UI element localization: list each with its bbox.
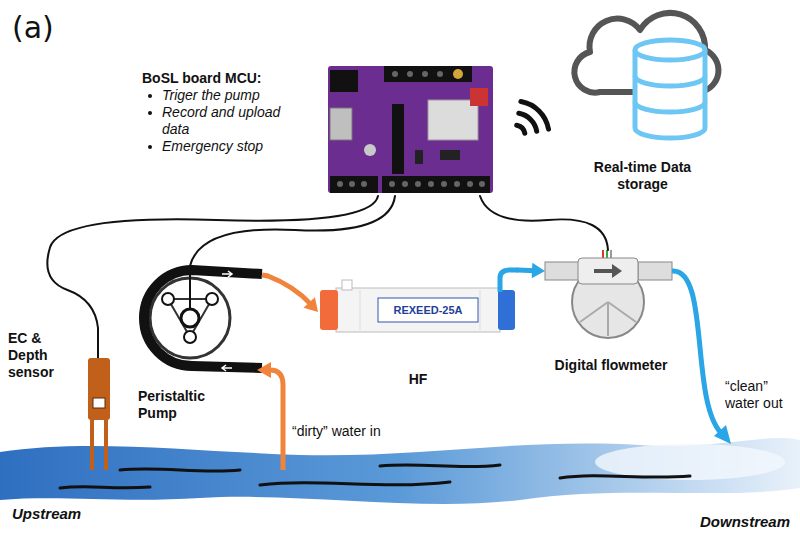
connector-line bbox=[268, 276, 311, 305]
label-slot: “dirty” water in bbox=[292, 423, 381, 440]
mcu-board: BoSL board MCU:Triger the pumpRecord and… bbox=[140, 66, 495, 196]
node-label: Real-time Data storage bbox=[578, 159, 708, 193]
mcu-board-picture bbox=[328, 66, 493, 193]
product-label: REXEED-25A bbox=[379, 303, 477, 317]
filtered-water-flow bbox=[518, 263, 545, 279]
digital-flowmeter: Digital flowmeter bbox=[545, 250, 677, 374]
flowmeter-picture bbox=[545, 250, 672, 338]
bullet-item: Record and upload data bbox=[142, 104, 292, 138]
label-slot: Upstream bbox=[12, 505, 81, 523]
label-slot: (a) bbox=[12, 10, 54, 46]
bullet-item: Emergency stop bbox=[142, 138, 292, 155]
label-slot: Downstream bbox=[700, 513, 790, 531]
node-label: EC & Depth sensor bbox=[8, 330, 68, 381]
label-slot: “clean” water out bbox=[725, 378, 793, 412]
node-label: Peristaltic Pump bbox=[138, 388, 238, 422]
cloud-database-icon bbox=[574, 13, 718, 138]
sensor-probe: EC & Depth sensor bbox=[4, 328, 120, 474]
bullet-item: Triger the pump bbox=[142, 87, 292, 104]
signal-wire bbox=[47, 196, 378, 328]
peristaltic-pump: Peristaltic Pump bbox=[132, 266, 268, 424]
label-slot: REXEED-25A bbox=[379, 303, 477, 317]
arrow-head bbox=[532, 263, 545, 279]
connector-line bbox=[47, 196, 378, 328]
wireless-symbol bbox=[517, 102, 549, 134]
node-label: HF bbox=[409, 371, 428, 388]
node-label: BoSL board MCU: bbox=[142, 70, 322, 87]
hf-cartridge bbox=[320, 270, 518, 332]
connector-line bbox=[190, 196, 395, 266]
site-label: Upstream bbox=[12, 505, 81, 523]
arrow-head bbox=[303, 297, 318, 312]
ec-depth-probe bbox=[88, 328, 110, 470]
dirty-water-flow bbox=[268, 276, 318, 312]
pump-picture bbox=[144, 266, 268, 371]
signal-wire bbox=[480, 196, 608, 250]
clean-water-outflow bbox=[672, 271, 731, 444]
flow-note: “dirty” water in bbox=[292, 423, 381, 440]
node-label: Digital flowmeter bbox=[555, 357, 668, 374]
signal-wire bbox=[190, 196, 395, 266]
water-stream bbox=[0, 438, 800, 504]
site-label: Downstream bbox=[700, 513, 790, 531]
cloud-storage: Real-time Data storage bbox=[560, 5, 725, 193]
hollow-fiber-filter: HF bbox=[318, 262, 518, 388]
dirty-water-pipe bbox=[257, 362, 283, 470]
flow-note: “clean” water out bbox=[725, 378, 793, 412]
connector-line bbox=[480, 196, 608, 250]
panel-letter: (a) bbox=[12, 10, 54, 46]
